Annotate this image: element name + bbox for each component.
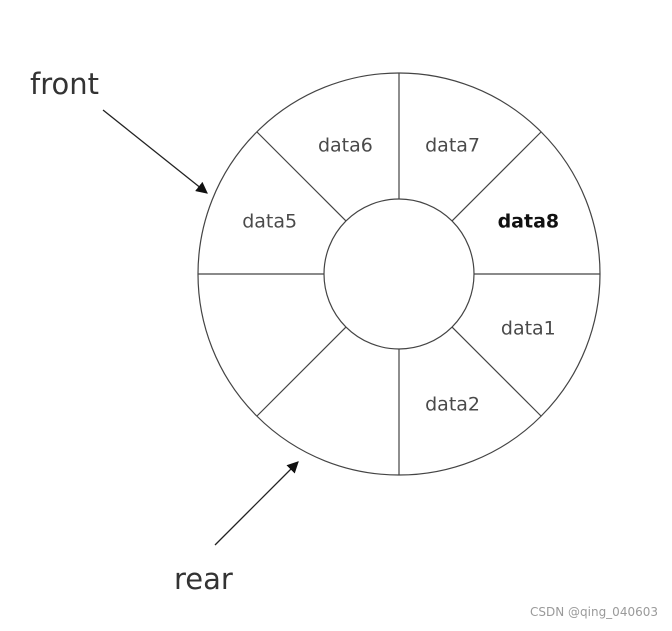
segment-label-2: data2 [425,393,480,415]
segment-label-7: data7 [425,135,480,157]
segment-label-5: data5 [242,210,297,232]
watermark: CSDN @qing_040603 [529,605,658,619]
rear-pointer-label: rear [174,562,233,596]
segment-label-1: data1 [501,318,556,340]
segment-divider [256,326,347,417]
inner-ring [323,198,475,350]
segment-divider [451,326,542,417]
front-pointer-label: front [30,67,99,101]
segment-label-8: data8 [498,210,560,232]
segment-divider [451,131,542,222]
segment-dividers [198,73,600,475]
segment-divider [256,131,347,222]
segment-label-6: data6 [318,135,373,157]
segment-labels: data1 data2 data5 data6 data7 data8 [242,135,559,416]
rear-pointer-arrow [214,461,299,546]
front-pointer-arrow [102,109,208,194]
